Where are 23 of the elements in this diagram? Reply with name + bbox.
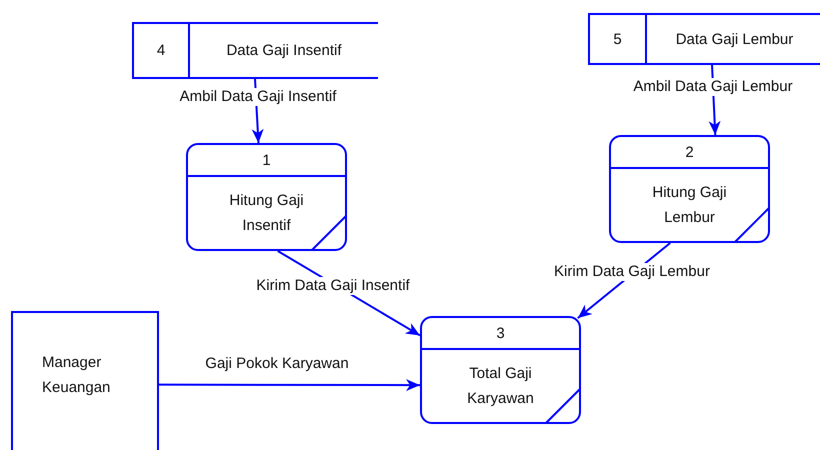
- process-box: [609, 135, 770, 243]
- edge-label: Ambil Data Gaji Insentif: [178, 88, 338, 106]
- edge-label: Ambil Data Gaji Lembur: [632, 78, 794, 96]
- process-name: Total Gaji Karyawan: [466, 364, 535, 409]
- store-name: Data Gaji Lembur: [674, 30, 794, 50]
- process-box: [186, 143, 347, 251]
- store-name: Data Gaji Insentif: [225, 41, 343, 61]
- external-entity-box: [11, 311, 159, 450]
- edge-label: Kirim Data Gaji Lembur: [553, 263, 711, 281]
- process-name: Hitung Gaji Lembur: [651, 183, 728, 228]
- process-number: 1: [262, 152, 271, 168]
- process-name: Hitung Gaji Insentif: [228, 191, 305, 236]
- data-store: [588, 13, 820, 65]
- data-flow-arrow: [159, 379, 420, 392]
- store-number: 4: [134, 24, 190, 77]
- entity-name: Manager Keuangan: [42, 352, 112, 398]
- data-store: [132, 22, 378, 79]
- edge-label: Kirim Data Gaji Insentif: [255, 277, 411, 295]
- edge-label: Gaji Pokok Karyawan: [204, 355, 350, 373]
- process-box: [420, 316, 581, 424]
- process-number: 2: [685, 144, 694, 160]
- process-number: 3: [496, 324, 505, 342]
- store-number: 5: [590, 15, 647, 63]
